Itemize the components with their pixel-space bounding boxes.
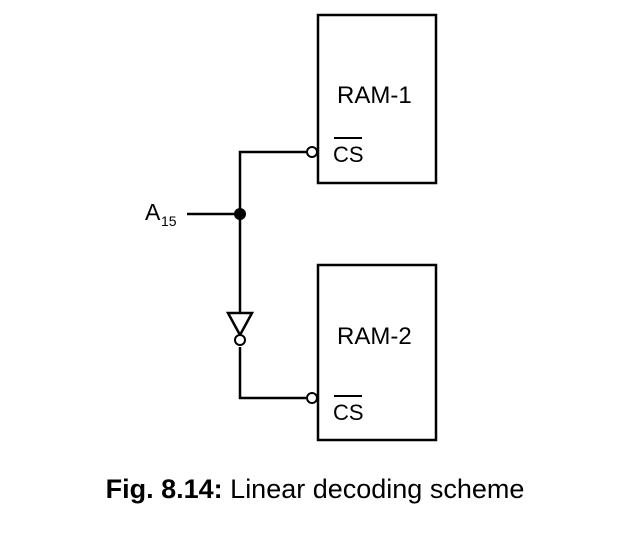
figure-number: Fig. 8.14: (105, 474, 223, 504)
junction-dot (234, 208, 246, 220)
ram-2-cs-bubble (306, 392, 318, 404)
ram-1-cs-bubble (306, 146, 318, 158)
wiring (187, 150, 306, 400)
inverter-gate (225, 311, 255, 346)
ram-1-block: RAM-1 CS (316, 13, 438, 185)
figure-caption-text: Linear decoding scheme (230, 474, 525, 504)
a15-signal-subscript: 15 (161, 213, 177, 229)
ram-2-cs-label: CS (333, 400, 364, 425)
figure-caption: Fig. 8.14: Linear decoding scheme (0, 474, 630, 505)
ram-2-block: RAM-2 CS (316, 263, 438, 442)
ram-2-label: RAM-2 (337, 323, 412, 350)
ram-1-cs-label: CS (333, 142, 364, 167)
a15-signal-label: A (145, 199, 161, 225)
ram-1-label: RAM-1 (337, 82, 412, 109)
